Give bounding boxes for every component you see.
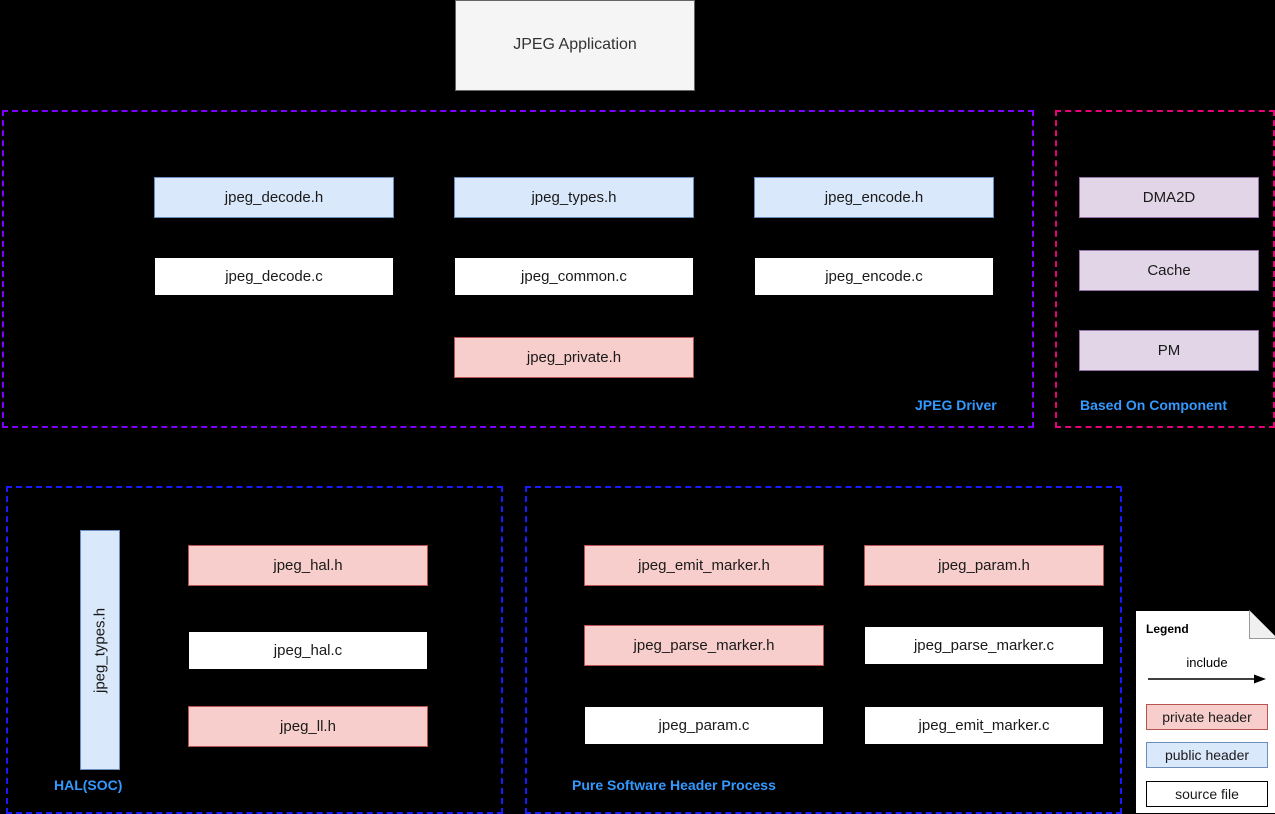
node-label: Cache — [1147, 261, 1191, 279]
group-hal-soc — [6, 486, 503, 814]
legend-fold-corner-icon — [1249, 610, 1275, 639]
arrow-right-icon — [1148, 673, 1266, 685]
group-label-hal-soc: HAL(SOC) — [54, 777, 123, 793]
node-jpeg-emit-marker-h[interactable]: jpeg_emit_marker.h — [584, 545, 824, 586]
legend-title: Legend — [1146, 622, 1189, 636]
node-jpeg-param-c[interactable]: jpeg_param.c — [584, 706, 824, 745]
node-jpeg-decode-h[interactable]: jpeg_decode.h — [154, 177, 394, 218]
node-label: jpeg_hal.c — [273, 641, 343, 659]
legend-include-arrow: include — [1148, 655, 1266, 687]
group-label-pure-software-header-process: Pure Software Header Process — [572, 777, 776, 793]
node-jpeg-encode-c[interactable]: jpeg_encode.c — [754, 257, 994, 296]
node-dma2d[interactable]: DMA2D — [1079, 177, 1259, 218]
legend-item-source-file: source file — [1146, 781, 1268, 807]
node-label: jpeg_common.c — [521, 267, 627, 285]
node-label: jpeg_types.h — [91, 607, 109, 693]
node-jpeg-hal-c[interactable]: jpeg_hal.c — [188, 631, 428, 670]
node-label: jpeg_hal.h — [273, 556, 343, 574]
node-label: jpeg_decode.h — [224, 188, 324, 206]
node-jpeg-decode-c[interactable]: jpeg_decode.c — [154, 257, 394, 296]
node-cache[interactable]: Cache — [1079, 250, 1259, 291]
node-label: jpeg_private.h — [526, 348, 622, 366]
group-label-based-on-component: Based On Component — [1080, 397, 1228, 413]
node-jpeg-hal-h[interactable]: jpeg_hal.h — [188, 545, 428, 586]
node-jpeg-types-h-hal[interactable]: jpeg_types.h — [80, 530, 120, 770]
legend-panel: Legend include private header public hea… — [1135, 610, 1275, 814]
node-jpeg-ll-h[interactable]: jpeg_ll.h — [188, 706, 428, 747]
node-jpeg-application[interactable]: JPEG Application — [455, 0, 695, 91]
node-label: jpeg_ll.h — [280, 717, 336, 735]
node-label: jpeg_param.h — [938, 556, 1030, 574]
node-jpeg-parse-marker-h[interactable]: jpeg_parse_marker.h — [584, 625, 824, 666]
legend-item-label: public header — [1164, 747, 1250, 763]
node-label: jpeg_encode.c — [825, 267, 923, 285]
node-label: jpeg_parse_marker.h — [633, 636, 775, 654]
node-label: jpeg_encode.h — [824, 188, 924, 206]
node-label: jpeg_decode.c — [225, 267, 323, 285]
node-label: DMA2D — [1142, 188, 1196, 206]
node-jpeg-param-h[interactable]: jpeg_param.h — [864, 545, 1104, 586]
node-label: jpeg_emit_marker.h — [638, 556, 770, 574]
node-jpeg-types-h[interactable]: jpeg_types.h — [454, 177, 694, 218]
legend-item-label: source file — [1175, 786, 1239, 802]
node-jpeg-encode-h[interactable]: jpeg_encode.h — [754, 177, 994, 218]
group-jpeg-driver — [2, 110, 1034, 428]
node-label: jpeg_emit_marker.c — [918, 716, 1050, 734]
legend-item-public-header: public header — [1146, 742, 1268, 768]
node-jpeg-common-c[interactable]: jpeg_common.c — [454, 257, 694, 296]
node-jpeg-emit-marker-c[interactable]: jpeg_emit_marker.c — [864, 706, 1104, 745]
group-label-jpeg-driver: JPEG Driver — [915, 397, 997, 413]
node-jpeg-private-h[interactable]: jpeg_private.h — [454, 337, 694, 378]
node-jpeg-parse-marker-c[interactable]: jpeg_parse_marker.c — [864, 626, 1104, 665]
group-pure-software-header-process — [525, 486, 1122, 814]
legend-include-label: include — [1186, 655, 1228, 670]
legend-item-private-header: private header — [1146, 704, 1268, 730]
node-label: jpeg_param.c — [658, 716, 750, 734]
node-label: jpeg_types.h — [531, 188, 617, 206]
node-label: JPEG Application — [513, 36, 637, 54]
node-pm[interactable]: PM — [1079, 330, 1259, 371]
group-based-on-component — [1055, 110, 1275, 428]
node-label: PM — [1157, 341, 1181, 359]
node-label: jpeg_parse_marker.c — [913, 636, 1055, 654]
legend-item-label: private header — [1162, 709, 1252, 725]
